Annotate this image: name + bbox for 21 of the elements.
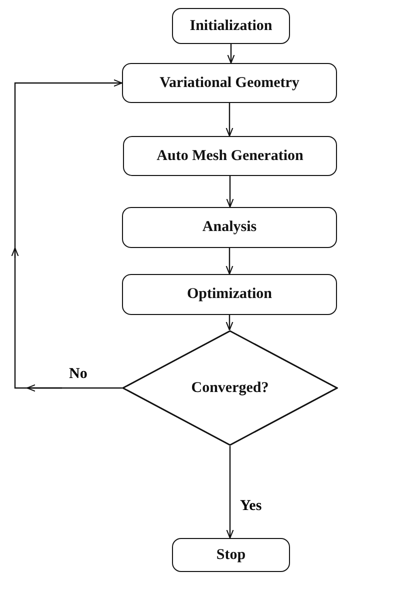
- arrow: [226, 248, 234, 275]
- process-box: [123, 136, 337, 176]
- process-box: [172, 8, 290, 44]
- process-box: [122, 274, 337, 315]
- arrow: [226, 103, 234, 137]
- node-label: Auto Mesh Generation: [156, 148, 304, 164]
- node-label: Analysis: [202, 219, 257, 236]
- node-label: Variational Geometry: [160, 74, 300, 92]
- node-label: Initialization: [190, 18, 272, 34]
- process-box: [122, 207, 337, 248]
- arrow: [226, 446, 234, 539]
- decision-diamond: [122, 330, 338, 446]
- arrow: [226, 315, 234, 331]
- arrow: [227, 44, 235, 64]
- arrow: [226, 176, 234, 208]
- node-label: Optimization: [187, 286, 272, 303]
- process-box: [172, 538, 290, 572]
- node-label: Stop: [216, 546, 246, 564]
- arrow: [14, 79, 123, 389]
- process-box: [122, 63, 337, 103]
- node-label: Converged?: [191, 380, 269, 396]
